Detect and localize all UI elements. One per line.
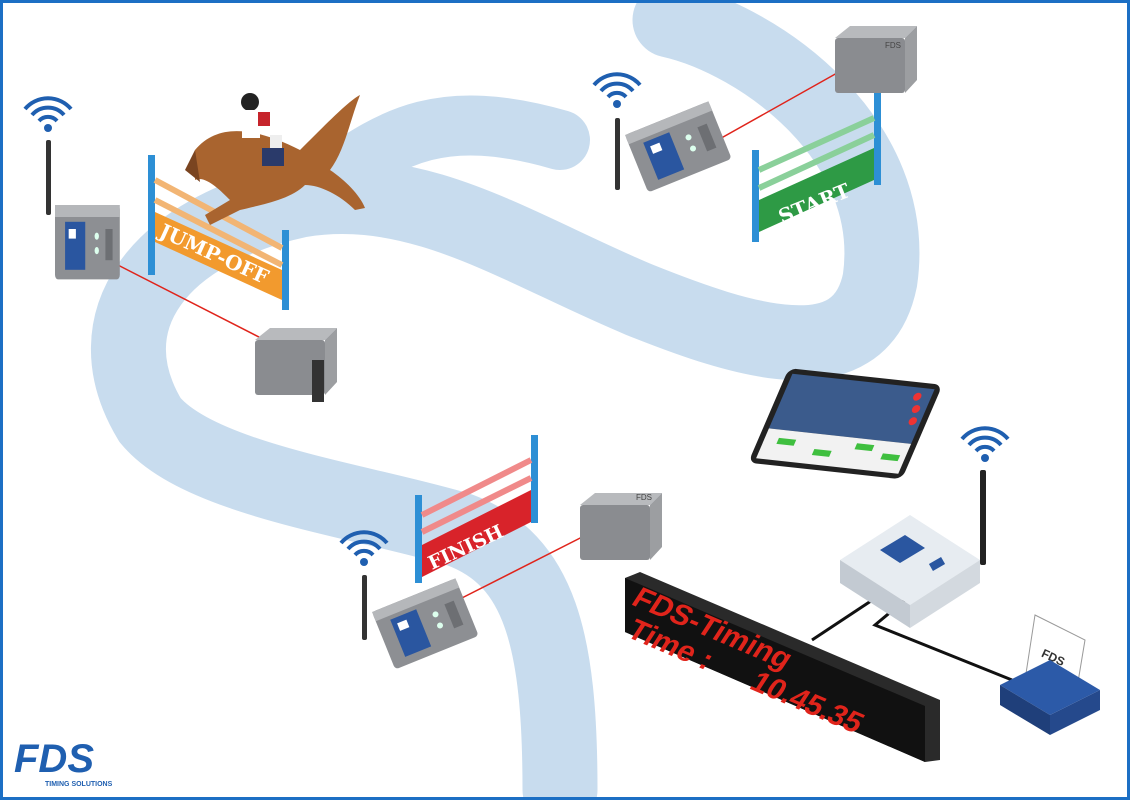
- logo-name: FDS: [14, 737, 94, 781]
- tablet-button: [854, 443, 875, 452]
- printer: FDS: [1000, 614, 1100, 735]
- base-station-side: [910, 560, 980, 628]
- tablet-indicator: [911, 405, 921, 414]
- fence-rail: [757, 132, 876, 191]
- reflector-finish: FDS: [580, 493, 662, 560]
- printer-top: [1000, 660, 1100, 715]
- tablet-indicator: [913, 392, 922, 401]
- base-station-panel: [928, 557, 946, 571]
- horse-head: [185, 150, 200, 182]
- fence-rail: [757, 115, 876, 173]
- device-label: FDS: [885, 41, 901, 50]
- antenna: [980, 470, 986, 565]
- base-station: [840, 426, 1010, 628]
- antenna: [46, 140, 51, 215]
- beam-finish: [451, 529, 597, 604]
- timing-station-start: [592, 72, 732, 193]
- cable-to-display: [811, 593, 881, 642]
- base-station-side: [840, 560, 910, 628]
- tablet-screen-header: [768, 373, 935, 444]
- fds-logo: FDS TIMING SOLUTIONS: [14, 737, 113, 788]
- beam-start: [699, 67, 847, 151]
- tablet-app: [750, 368, 940, 479]
- fence-pole: [874, 93, 881, 185]
- horse-and-rider: [185, 93, 365, 225]
- printer-side: [1000, 685, 1050, 735]
- saddle-pad: [262, 148, 284, 166]
- fence-rail: [420, 457, 533, 518]
- fence-pole: [282, 230, 289, 310]
- fence-pole: [752, 150, 759, 242]
- tablet-button: [811, 448, 832, 457]
- fence-rail: [153, 197, 284, 268]
- rider-body: [242, 110, 260, 138]
- logo-tagline: TIMING SOLUTIONS: [45, 781, 113, 788]
- scoreboard-face: [625, 578, 925, 762]
- timing-station-finish: [339, 530, 479, 670]
- rider-jacket: [258, 112, 270, 126]
- base-station-panel: [880, 535, 925, 563]
- tablet-button: [776, 437, 797, 446]
- reflector-lens: [312, 360, 324, 402]
- timing-station-jump-off: [23, 96, 120, 280]
- fence-rail: [420, 475, 533, 535]
- fence-sign: [422, 490, 531, 577]
- fence-pole: [148, 155, 155, 275]
- antenna: [362, 575, 367, 640]
- fence-pole: [531, 435, 538, 523]
- printer-side: [1050, 690, 1100, 735]
- device-label: FDS: [636, 493, 652, 502]
- tablet-indicator: [908, 417, 918, 426]
- fence-sign: [759, 148, 874, 232]
- antenna: [615, 118, 620, 190]
- fence-sign: [155, 212, 282, 300]
- fence-pole: [415, 495, 422, 583]
- rider-helmet: [241, 93, 259, 111]
- tablet-button: [880, 453, 901, 462]
- reflector-jump-off: [255, 328, 337, 402]
- reflector-start: FDS: [835, 26, 917, 93]
